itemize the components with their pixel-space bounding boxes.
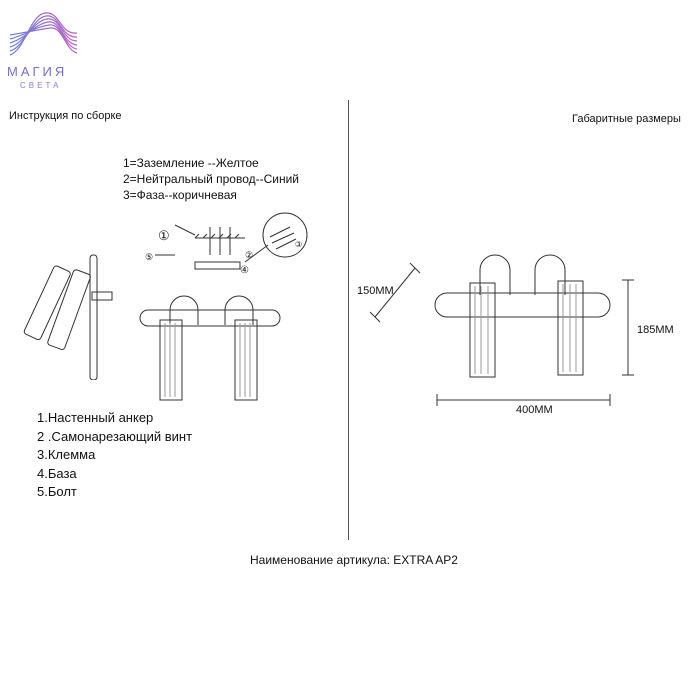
width-dimension: 400MM [516,404,553,416]
dimensions-title: Габаритные размеры [572,113,681,125]
part-item: 1.Настенный анкер [37,410,154,425]
front-view-drawing [139,295,281,401]
callout-4: ④ [240,265,249,276]
logo-subtext: СВЕТА [20,81,62,90]
part-item: 3.Клемма [37,447,96,462]
dimension-drawing [369,254,634,406]
parts-list: 1.Настенный анкер 2 .Самонарезающий винт… [37,409,192,502]
callout-3: ③ [295,240,303,249]
side-view-drawing [23,254,113,380]
part-item: 5.Болт [37,484,77,499]
wiring-item: 1=Заземление --Желтое [123,156,259,170]
part-item: 4.База [37,465,77,481]
assembly-title: Инструкция по сборке [9,110,122,122]
wiring-legend: 1=Заземление --Желтое 2=Нейтральный пров… [123,155,299,203]
wiring-item: 3=Фаза--коричневая [123,188,237,202]
callout-2: ② [245,250,254,260]
logo-text: МАГИЯ [7,64,68,79]
logo-wave-icon [9,12,78,56]
callout-1: ① [158,228,170,243]
wiring-item: 2=Нейтральный провод--Синий [123,172,300,186]
wiring-diagram [155,212,308,270]
callout-5: ⑤ [145,252,154,262]
article-name: Наименование артикула: EXTRA AP2 [250,553,458,567]
part-item: 2 .Самонарезающий винт [37,428,193,444]
height-dimension: 185MM [637,324,674,336]
divider [348,100,349,540]
depth-dimension: 150MM [357,285,394,297]
